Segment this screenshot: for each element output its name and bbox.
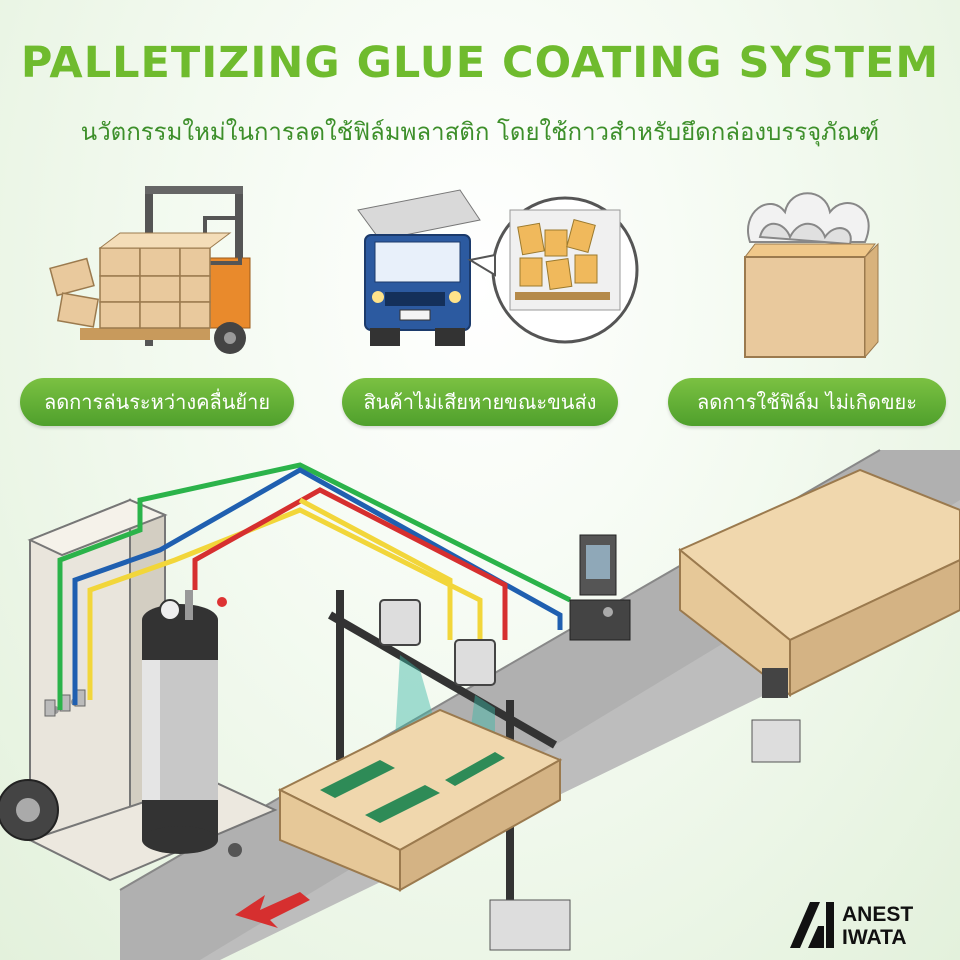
benefit-pill-transport: ลดการล่นระหว่างคลื่นย้าย: [20, 378, 294, 426]
page-title: PALLETIZING GLUE COATING SYSTEM: [20, 38, 940, 88]
system-diagram: [0, 449, 960, 960]
brand-name-line2: IWATA: [842, 926, 907, 949]
waste-box-icon: [743, 192, 879, 359]
cardboard-box-finished: [678, 468, 960, 698]
benefit-pill-film: ลดการใช้ฟิล์ม ไม่เกิดขยะ: [668, 378, 946, 426]
cardboard-box: [277, 708, 563, 892]
sensor: [751, 668, 801, 763]
benefit-label: ลดการใช้ฟิล์ม ไม่เกิดขยะ: [697, 390, 917, 414]
anest-iwata-logo-icon: [790, 902, 834, 948]
brand-name-line1: ANEST: [842, 903, 914, 926]
pressure-tank: [142, 590, 227, 854]
benefit-label: สินค้าไม่เสียหายขณะขนส่ง: [363, 390, 597, 414]
truck-icon: [357, 189, 639, 346]
benefit-pill-damage: สินค้าไม่เสียหายขณะขนส่ง: [342, 378, 618, 426]
page-subtitle: นวัตกรรมใหม่ในการลดใช้ฟิล์มพลาสติก โดยใช…: [80, 118, 880, 146]
glue-gun: [379, 599, 496, 686]
benefit-label: ลดการล่นระหว่างคลื่นย้าย: [43, 390, 271, 414]
direction-arrow: [235, 892, 310, 928]
forklift-icon: [49, 186, 251, 354]
brand-logo: ANEST IWATA: [790, 902, 950, 952]
controller: [569, 534, 631, 641]
